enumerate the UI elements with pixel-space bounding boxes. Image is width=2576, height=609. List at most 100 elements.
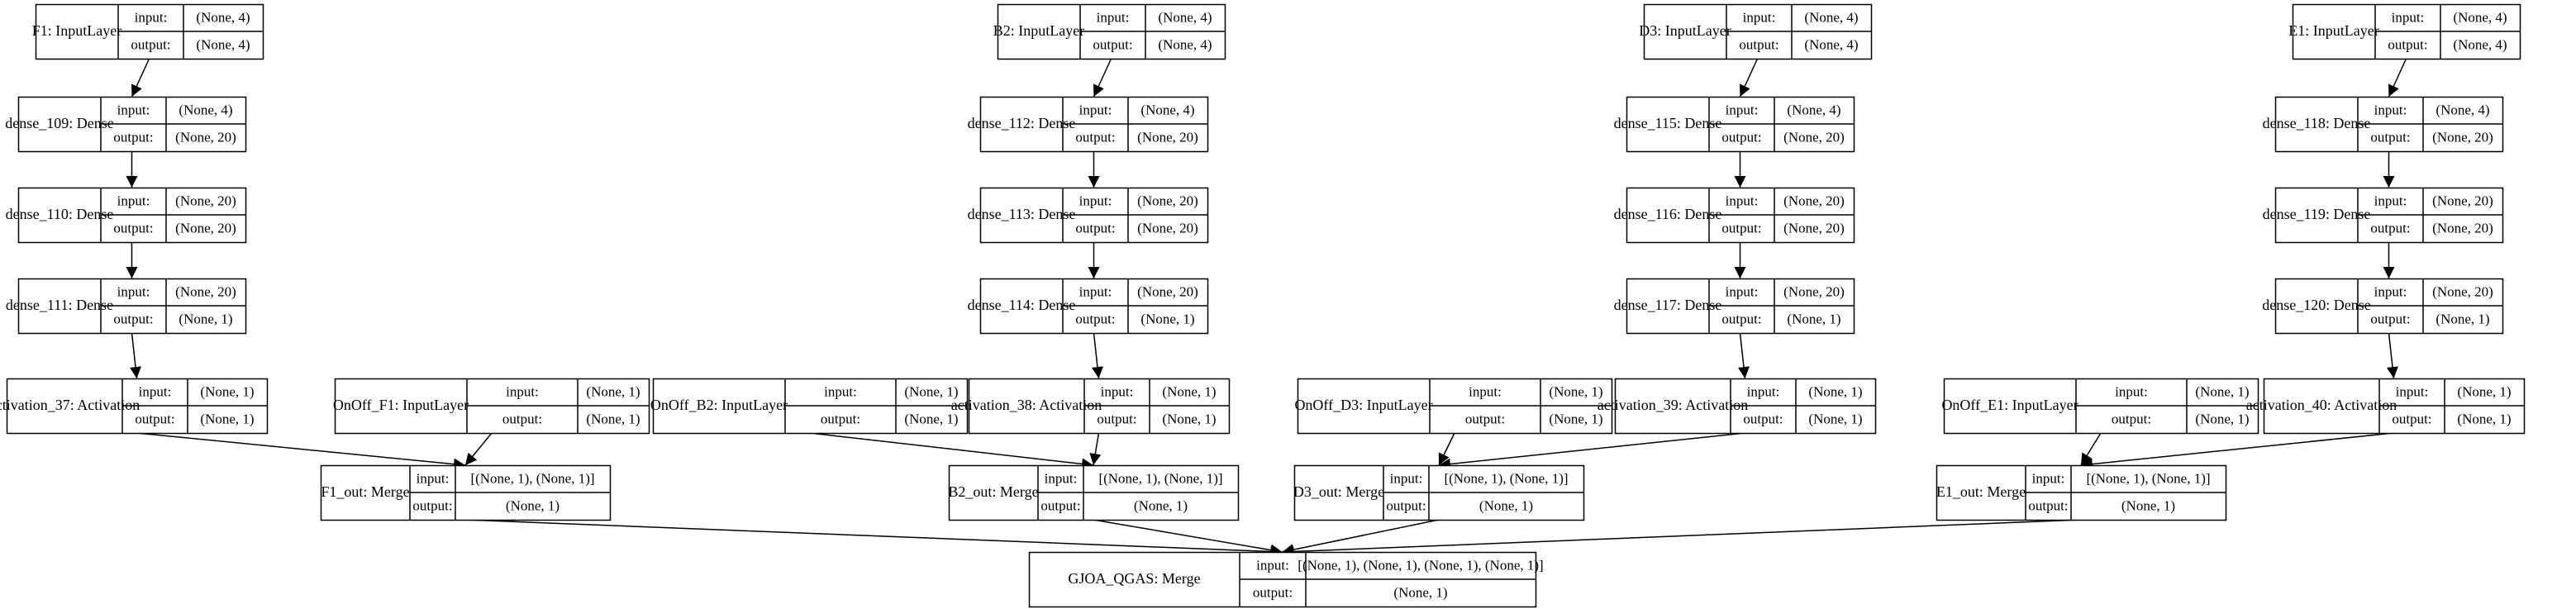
output-label: output: bbox=[131, 36, 170, 52]
input-label: input: bbox=[1726, 283, 1759, 299]
edge-d3-to-dense_115 bbox=[1739, 58, 1759, 98]
output-label: output: bbox=[1386, 497, 1426, 513]
output-label: output: bbox=[113, 311, 153, 326]
input-shape: (None, 20) bbox=[2432, 193, 2493, 208]
input-label: input: bbox=[139, 383, 172, 399]
output-shape: (None, 1) bbox=[1140, 311, 1194, 326]
output-shape: (None, 20) bbox=[2432, 129, 2493, 145]
input-shape: [(None, 1), (None, 1)] bbox=[2086, 470, 2210, 486]
input-shape: (None, 20) bbox=[1137, 283, 1198, 299]
layer-name: dense_109: Dense bbox=[5, 115, 113, 131]
input-shape: (None, 20) bbox=[1783, 193, 1845, 208]
output-label: output: bbox=[2392, 411, 2431, 426]
output-shape: (None, 4) bbox=[196, 36, 250, 52]
layer-node-onoff_e1: OnOff_E1: InputLayerinput:output:(None, … bbox=[1941, 378, 2259, 435]
output-shape: (None, 1) bbox=[1808, 411, 1862, 426]
layer-name: dense_117: Dense bbox=[1614, 297, 1722, 313]
input-shape: (None, 1) bbox=[2195, 383, 2249, 399]
input-label: input: bbox=[1079, 102, 1112, 117]
layer-name: D3: InputLayer bbox=[1639, 22, 1731, 39]
input-label: input: bbox=[1469, 383, 1502, 399]
layer-name: GJOA_QGAS: Merge bbox=[1068, 570, 1200, 587]
output-shape: (None, 20) bbox=[1783, 129, 1845, 145]
layer-node-onoff_b2: OnOff_B2: InputLayerinput:output:(None, … bbox=[650, 378, 969, 435]
output-shape: (None, 1) bbox=[2121, 497, 2175, 513]
input-shape: (None, 1) bbox=[586, 383, 640, 399]
input-label: input: bbox=[1743, 9, 1776, 25]
input-shape: (None, 4) bbox=[2436, 102, 2489, 117]
output-label: output: bbox=[2028, 497, 2068, 513]
output-label: output: bbox=[1075, 311, 1115, 326]
layer-name: dense_120: Dense bbox=[2262, 297, 2370, 313]
input-shape: [(None, 1), (None, 1)] bbox=[1098, 470, 1222, 486]
input-shape: (None, 20) bbox=[1137, 193, 1198, 208]
output-label: output: bbox=[2388, 36, 2427, 52]
output-label: output: bbox=[2370, 311, 2410, 326]
layer-name: dense_118: Dense bbox=[2263, 115, 2371, 131]
edge-e1_out-to-gjoa_qgas bbox=[1282, 519, 2082, 558]
output-shape: (None, 4) bbox=[1804, 36, 1858, 52]
output-label: output: bbox=[2370, 220, 2410, 236]
output-shape: (None, 1) bbox=[586, 411, 640, 426]
input-label: input: bbox=[135, 9, 168, 25]
edge-activation_38-to-b2_out bbox=[1089, 432, 1102, 466]
output-label: output: bbox=[2112, 411, 2151, 426]
input-shape: (None, 4) bbox=[1804, 9, 1858, 25]
output-shape: (None, 4) bbox=[2453, 36, 2507, 52]
output-label: output: bbox=[1721, 129, 1761, 145]
layer-name: OnOff_E1: InputLayer bbox=[1941, 397, 2078, 413]
input-shape: (None, 20) bbox=[2432, 283, 2493, 299]
layer-name: OnOff_B2: InputLayer bbox=[650, 397, 788, 413]
output-label: output: bbox=[1253, 584, 1293, 600]
output-label: output: bbox=[1040, 497, 1080, 513]
output-shape: (None, 20) bbox=[1783, 220, 1845, 236]
output-label: output: bbox=[502, 411, 542, 426]
input-shape: (None, 4) bbox=[2453, 9, 2507, 25]
input-label: input: bbox=[1256, 557, 1289, 573]
output-shape: (None, 1) bbox=[1549, 411, 1602, 426]
input-shape: (None, 1) bbox=[2457, 383, 2511, 399]
edge-activation_37-to-f1_out bbox=[136, 432, 466, 470]
output-label: output: bbox=[1075, 129, 1115, 145]
input-label: input: bbox=[417, 470, 450, 486]
edge-activation_39-to-d3_out bbox=[1438, 432, 1745, 470]
input-label: input: bbox=[1079, 193, 1112, 208]
layer-name: dense_111: Dense bbox=[6, 297, 113, 313]
output-label: output: bbox=[113, 220, 153, 236]
input-label: input: bbox=[1079, 283, 1112, 299]
output-shape: (None, 1) bbox=[200, 411, 254, 426]
input-label: input: bbox=[1045, 470, 1078, 486]
layer-node-activation_38: activation_38: Activationinput:output:(N… bbox=[951, 378, 1231, 435]
layer-name: dense_115: Dense bbox=[1614, 115, 1722, 131]
output-shape: (None, 1) bbox=[1162, 411, 1216, 426]
input-shape: (None, 20) bbox=[175, 193, 236, 208]
output-shape: (None, 1) bbox=[179, 311, 232, 326]
output-label: output: bbox=[1743, 411, 1783, 426]
layer-name: E1_out: Merge bbox=[1936, 483, 2026, 500]
layer-node-activation_37: activation_37: Activationinput:output:(N… bbox=[0, 378, 269, 435]
output-label: output: bbox=[135, 411, 174, 426]
layer-name: dense_110: Dense bbox=[6, 206, 114, 222]
input-label: input: bbox=[506, 383, 539, 399]
edge-onoff_b2-to-b2_out bbox=[809, 432, 1094, 470]
output-label: output: bbox=[113, 129, 153, 145]
edges-layer bbox=[126, 58, 2407, 558]
input-shape: [(None, 1), (None, 1)] bbox=[470, 470, 594, 486]
edge-onoff_e1-to-e1_out bbox=[2080, 432, 2102, 466]
input-label: input: bbox=[1726, 193, 1759, 208]
output-shape: (None, 20) bbox=[2432, 220, 2493, 236]
output-shape: (None, 1) bbox=[2436, 311, 2489, 326]
